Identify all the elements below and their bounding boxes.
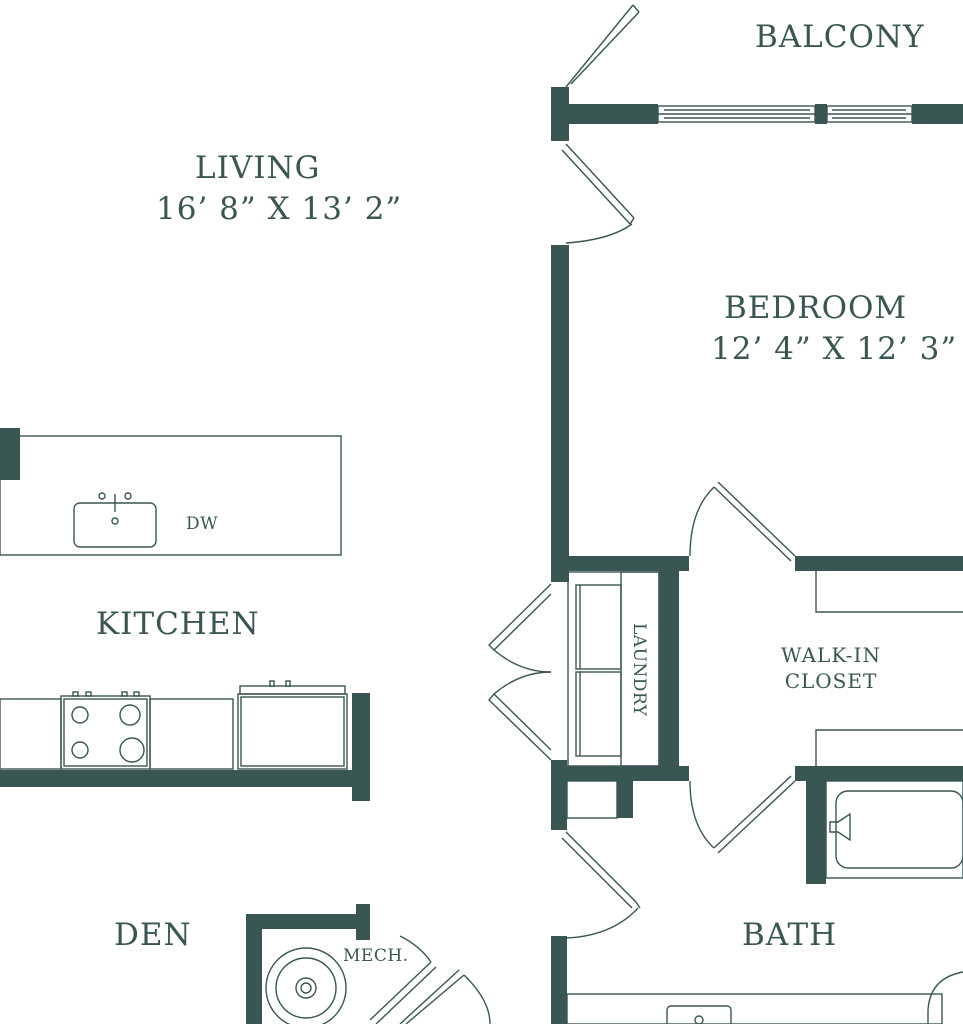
laundry-door-lower[interactable] <box>488 692 552 761</box>
water-heater <box>265 947 347 1024</box>
bedroom-south-wall-right <box>795 556 963 571</box>
laundry-door-upper[interactable] <box>488 583 552 651</box>
closet-door-lower[interactable] <box>717 780 796 854</box>
toilet <box>927 971 963 1024</box>
dryer <box>575 584 622 670</box>
laundry-post <box>617 766 633 818</box>
bath-north-wall <box>806 766 826 884</box>
counter-left <box>0 698 62 770</box>
washer <box>575 671 622 757</box>
burner <box>119 704 141 726</box>
hall-wall-stub <box>551 760 567 830</box>
dishwasher-label: DW <box>186 514 219 534</box>
walk-in-closet-line2: CLOSET <box>784 669 878 693</box>
laundry-east-wall <box>659 556 679 781</box>
mechanical-fixtures <box>265 947 347 1024</box>
mech-door-b[interactable] <box>399 969 460 1024</box>
burner <box>71 706 89 724</box>
bath-west-wall <box>551 936 567 1024</box>
balcony-door[interactable] <box>565 4 634 88</box>
walk-in-closet-line1: WALK-IN <box>781 643 881 667</box>
bathtub <box>825 780 963 879</box>
bedroom-label: BEDROOM <box>724 290 908 326</box>
closet-door-upper[interactable] <box>717 481 796 557</box>
refrigerator <box>237 693 348 770</box>
balcony-wall-right <box>912 104 963 124</box>
kitchen-wall-stub <box>0 428 20 480</box>
balcony-wall-mid <box>815 104 827 124</box>
living-dimensions: 16’ 8” X 13’ 2” <box>156 191 403 227</box>
laundry-fixtures <box>566 571 660 819</box>
mech-label: MECH. <box>343 946 409 966</box>
living-label: LIVING <box>195 150 321 186</box>
burner <box>71 741 89 759</box>
laundry-label: LAUNDRY <box>629 623 649 717</box>
mech-door-a[interactable] <box>369 961 432 1021</box>
bedroom-door[interactable] <box>565 143 635 219</box>
mech-west-wall <box>246 914 262 1024</box>
bath-fixtures <box>566 780 963 1024</box>
bedroom-west-wall <box>551 245 569 582</box>
burner <box>119 737 145 763</box>
balcony-window <box>657 105 913 123</box>
walk-in-closet-label: WALK-IN CLOSET <box>772 642 890 694</box>
kitchen-end-wall <box>352 693 370 801</box>
closet-shelving <box>815 571 963 766</box>
balcony-label: BALCONY <box>755 19 925 55</box>
walls <box>0 87 963 1024</box>
mech-post <box>356 904 370 940</box>
kitchen-label: KITCHEN <box>96 606 260 642</box>
bedroom-dimensions: 12’ 4” X 12’ 3” <box>711 331 958 367</box>
bath-sink <box>666 1005 732 1024</box>
closet-south-wall <box>795 766 963 781</box>
kitchen-fixtures <box>0 435 348 770</box>
kitchen-back-wall <box>0 770 368 787</box>
balcony-wall <box>551 104 658 124</box>
kitchen-island <box>0 435 342 556</box>
bath-label: BATH <box>742 917 838 953</box>
mech-north-wall <box>246 914 370 929</box>
den-label: DEN <box>114 917 192 953</box>
doors <box>369 4 796 1024</box>
vanity <box>566 993 943 1024</box>
counter-mid <box>149 698 234 770</box>
bath-door[interactable] <box>565 831 637 903</box>
bedroom-south-wall-left <box>551 556 689 571</box>
